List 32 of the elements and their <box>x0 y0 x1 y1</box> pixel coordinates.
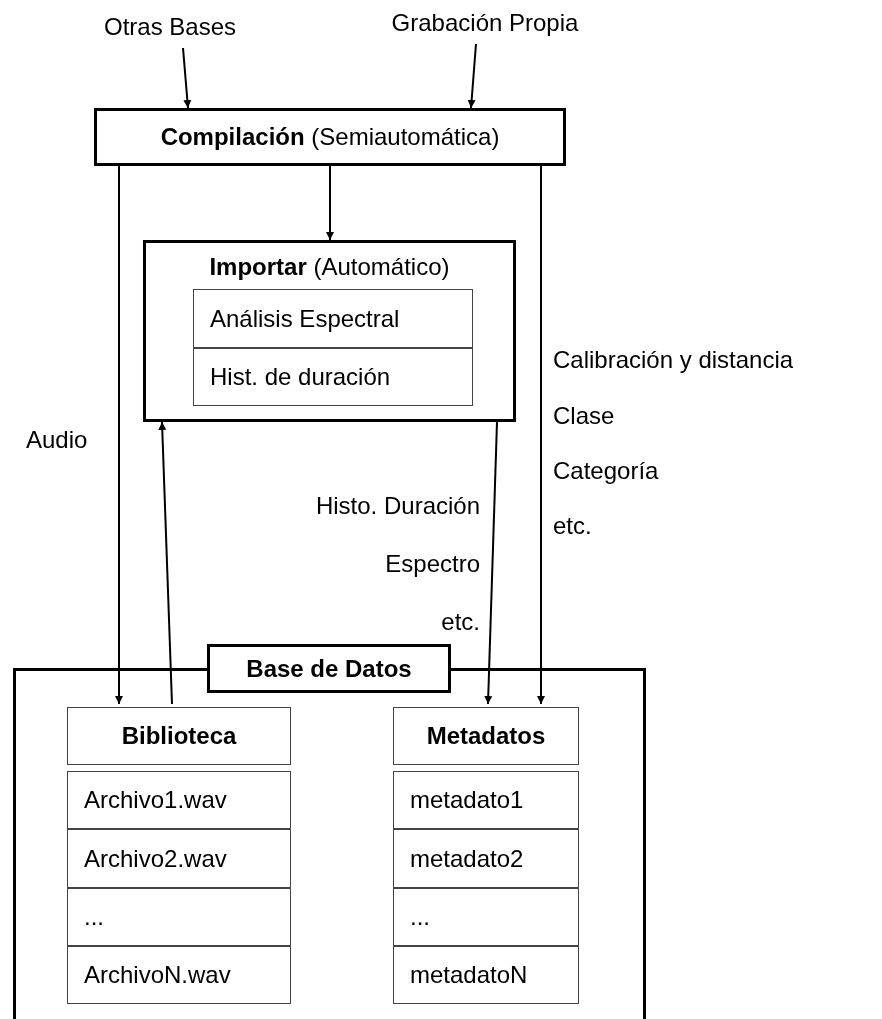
table-header: Biblioteca <box>67 707 291 765</box>
table-row: Hist. de duración <box>193 348 473 406</box>
table-row: Archivo1.wav <box>67 771 291 829</box>
table-row: ... <box>67 888 291 946</box>
annotation-text: etc. <box>440 607 480 637</box>
table-row: ArchivoN.wav <box>67 946 291 1004</box>
table-row: metadato1 <box>393 771 579 829</box>
annotation-text: Calibración y distancia <box>553 345 794 375</box>
annotation-text: Histo. Duración <box>314 491 480 521</box>
arrow <box>158 421 173 705</box>
table-row: metadato2 <box>393 829 579 888</box>
arrow <box>326 165 334 241</box>
source-label: Otras Bases <box>60 8 280 46</box>
annotation-text: Espectro <box>384 549 480 579</box>
annotation-text: Categoría <box>553 456 659 486</box>
annotation-text: Clase <box>553 401 615 431</box>
source-label: Grabación Propia <box>355 4 615 42</box>
table-row: Archivo2.wav <box>67 829 291 888</box>
arrow <box>537 165 545 705</box>
arrow <box>484 421 498 705</box>
arrow <box>182 47 192 109</box>
table-header: Metadatos <box>393 707 579 765</box>
annotation-text: etc. <box>553 511 592 541</box>
table-row: metadatoN <box>393 946 579 1004</box>
table-row: Análisis Espectral <box>193 289 473 348</box>
arrow <box>115 165 123 705</box>
container-title: Base de Datos <box>207 644 451 693</box>
table-row: ... <box>393 888 579 946</box>
process-box <box>143 240 516 422</box>
arrow <box>467 43 477 109</box>
process-box: Compilación (Semiautomática) <box>94 108 566 166</box>
box-title: Importar (Automático) <box>209 252 450 282</box>
